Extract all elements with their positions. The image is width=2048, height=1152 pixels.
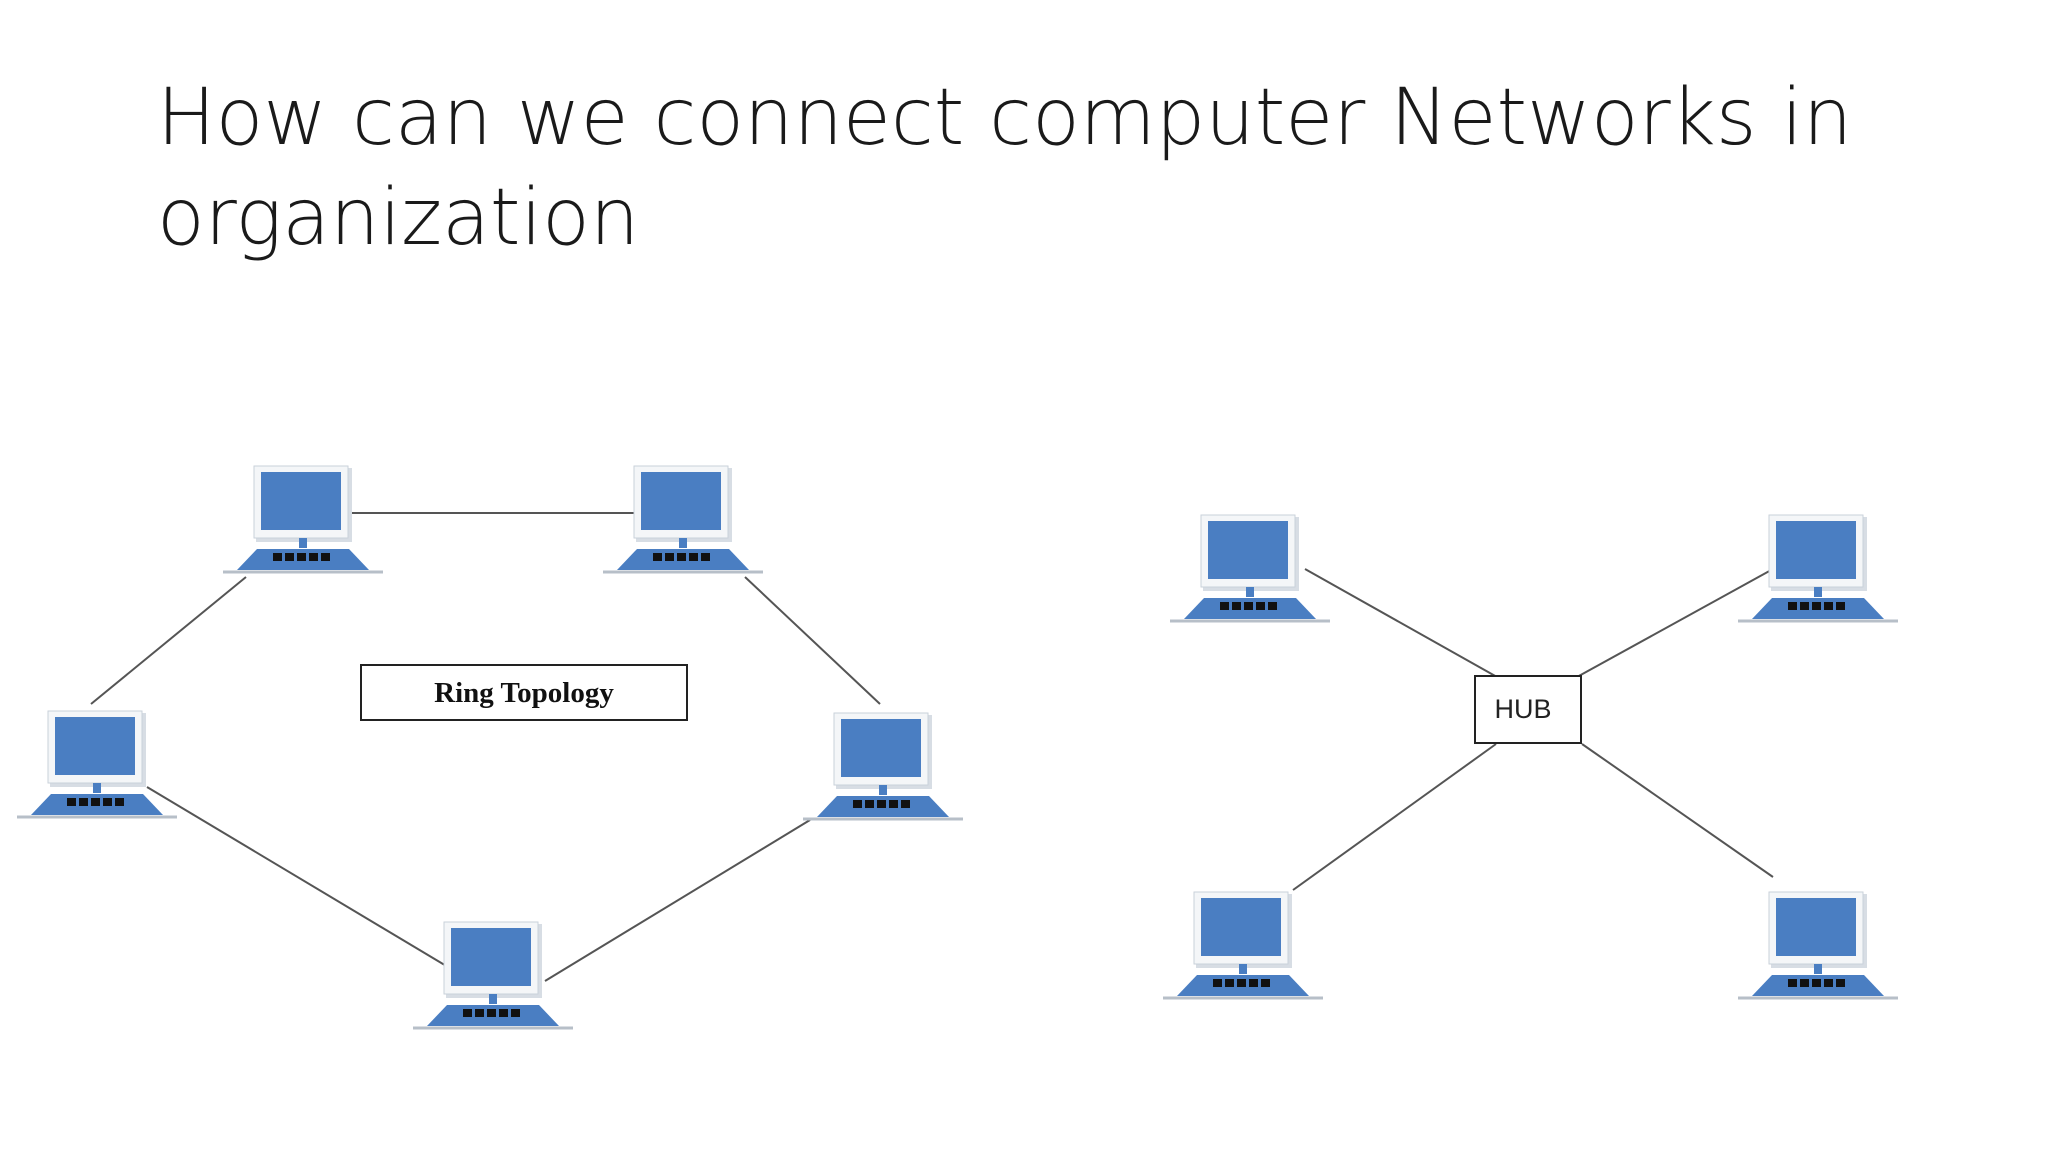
slide-title: How can we connect computer Networks in … [157, 73, 1853, 263]
ring-link-left-upper [90, 576, 247, 705]
ring-link-right-lower [544, 819, 811, 982]
star-node-top-right-icon [1736, 513, 1900, 623]
star-links [1292, 568, 1774, 891]
ring-topology-label: Ring Topology [360, 664, 688, 721]
ring-topology-label-text: Ring Topology [434, 677, 614, 709]
ring-node-right-icon [801, 711, 965, 821]
ring-topology: Ring Topology [15, 464, 965, 1030]
star-topology: HUB [1161, 513, 1900, 1000]
star-link-bottom-right [1581, 743, 1774, 878]
star-node-bottom-right-icon [1736, 890, 1900, 1000]
ring-link-right-upper [744, 576, 881, 705]
ring-node-bottom-icon [411, 920, 575, 1030]
hub-box: HUB [1474, 675, 1582, 744]
ring-node-top-left-icon [221, 464, 385, 574]
star-node-top-left-icon [1168, 513, 1332, 623]
hub-label: HUB [1494, 694, 1551, 724]
star-link-bottom-left [1292, 743, 1497, 891]
star-link-top-left [1304, 568, 1498, 678]
ring-node-top-right-icon [601, 464, 765, 574]
ring-links [90, 512, 881, 982]
star-node-bottom-left-icon [1161, 890, 1325, 1000]
ring-link-left-lower [146, 786, 449, 968]
ring-node-left-icon [15, 709, 179, 819]
star-link-top-right [1576, 568, 1774, 678]
